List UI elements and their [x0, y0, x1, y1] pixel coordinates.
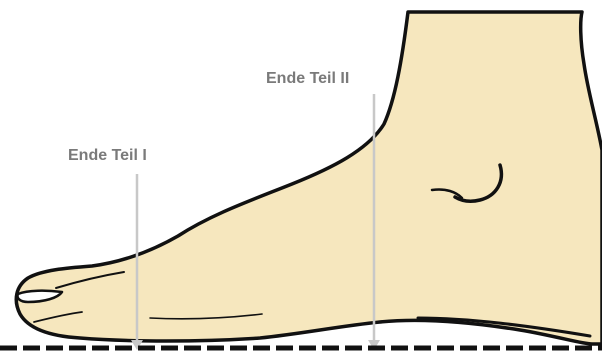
foot-outline [16, 12, 602, 344]
label-end-part-1: Ende Teil I [68, 148, 147, 164]
label-end-part-2: Ende Teil II [266, 71, 349, 87]
